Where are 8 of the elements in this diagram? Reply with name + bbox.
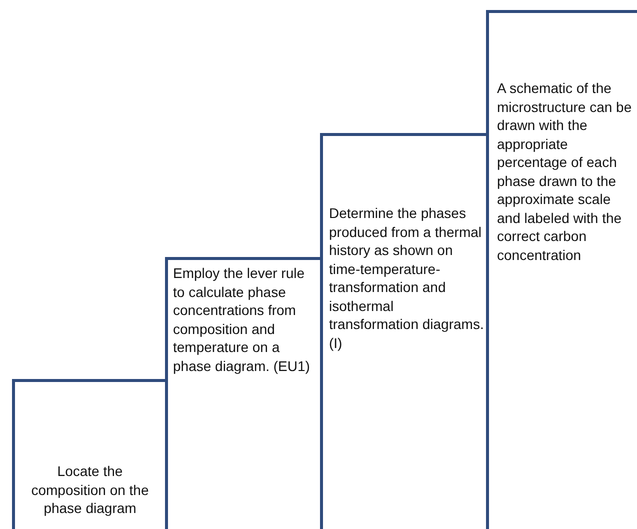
step-text: Locate the composition on the phase diagram [30, 462, 150, 518]
step-box [486, 10, 637, 529]
step-box [12, 379, 165, 529]
step-text: Employ the lever rule to calculate phase concentrations from composition and temperature on a phase diagram. (EU1) [173, 264, 311, 375]
step-text: A schematic of the microstructure can be drawn with the appropriate percentage of each phase drawn to the approximate scale and labeled with the correct carbon concentration [497, 79, 633, 264]
step-box [320, 133, 486, 529]
step-text: Determine the phases produced from a thermal history as shown on time-temperature-transformation and isothermal transformation diagrams. (I) [329, 204, 485, 352]
step-box [165, 257, 320, 529]
